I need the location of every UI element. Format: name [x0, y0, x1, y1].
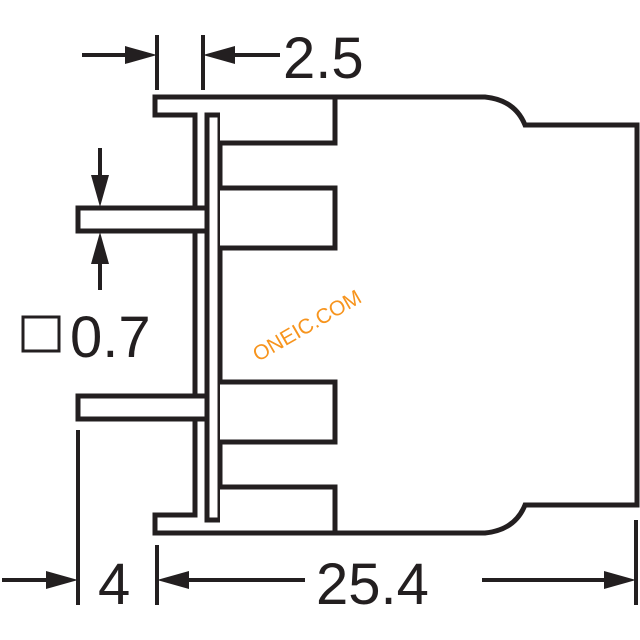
flange-wall [204, 112, 223, 523]
connector-body-outline [152, 94, 640, 536]
dimension-pin-length: 4 [98, 552, 130, 617]
arrow-pin-up [91, 232, 109, 264]
dimension-pin-size: 0.7 [70, 305, 151, 370]
dimension-top-width: 2.5 [283, 26, 364, 91]
pin-upper [75, 205, 210, 234]
arrow-top-left [125, 46, 157, 64]
pin-pocket-1 [220, 94, 338, 146]
pin-pocket-4 [220, 484, 338, 536]
square-symbol [21, 315, 61, 353]
pin-pocket-3 [220, 379, 338, 445]
arrow-overall-right [604, 571, 636, 589]
arrow-pin-down [91, 175, 109, 207]
pin-pocket-2 [220, 185, 338, 251]
dimension-overall-length: 25.4 [316, 552, 429, 617]
arrow-pin-length-right [46, 571, 78, 589]
arrow-top-right [203, 46, 235, 64]
pin-lower [75, 393, 210, 422]
arrow-overall-left [157, 571, 189, 589]
